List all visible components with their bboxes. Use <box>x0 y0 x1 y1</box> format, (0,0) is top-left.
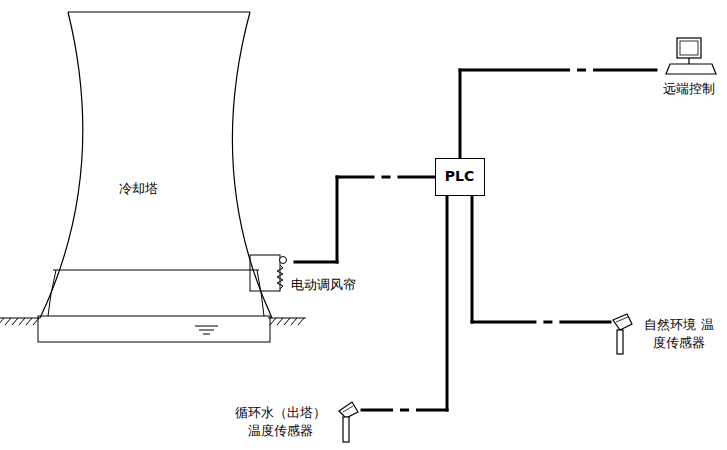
hatch-stroke <box>270 318 276 325</box>
part-label: 电动调风帘 <box>290 276 357 294</box>
hatch-stroke <box>0 318 4 325</box>
wire-segment <box>561 321 610 324</box>
wire-segment <box>383 176 389 179</box>
hatch-stroke <box>5 318 11 325</box>
hatch-stroke <box>277 318 283 325</box>
wire-segment <box>471 196 474 322</box>
wire-segment <box>460 69 569 72</box>
plc-box: PLC <box>435 158 485 196</box>
wire-segment <box>595 69 656 72</box>
hatch-stroke <box>19 318 25 325</box>
node-text: 循环水（出塔） 温度传感器 <box>226 404 334 440</box>
hatch-stroke <box>298 318 304 325</box>
hatch-stroke <box>284 318 290 325</box>
hatch-stroke <box>291 318 297 325</box>
wire-segment <box>459 70 462 158</box>
electric-damper <box>250 255 287 291</box>
cooling-tower: 冷却塔 <box>0 8 295 348</box>
wire-segment <box>418 409 448 412</box>
node-text: 自然环境 温度传感器 <box>638 316 720 352</box>
wire-segment <box>446 196 449 410</box>
node-text: 冷却塔 <box>103 180 173 198</box>
wire-segment <box>402 409 408 412</box>
wire-segment <box>337 176 373 179</box>
wire-segment <box>545 321 551 324</box>
signal-wire <box>362 196 447 410</box>
hatch-stroke <box>12 318 18 325</box>
wire-segment <box>336 177 339 262</box>
hatch-stroke <box>26 318 32 325</box>
wire-segment <box>472 321 535 324</box>
ground-hatching <box>0 318 306 325</box>
wire-segment <box>399 176 435 179</box>
node-text: PLC <box>436 167 483 187</box>
water-temp-sensor: 循环水（出塔） 温度传感器 <box>226 398 362 446</box>
cooling-tower-shape <box>0 8 295 348</box>
wire-segment <box>579 69 585 72</box>
ambient-temp-sensor: 自然环境 温度传感器 <box>610 312 722 360</box>
signal-wire <box>472 196 610 322</box>
node-text: 远端控制 <box>656 80 722 98</box>
signal-wire <box>460 70 656 158</box>
wire-segment <box>362 409 392 412</box>
signal-wire <box>295 177 435 262</box>
wire-segment <box>295 261 337 264</box>
remote-computer: 远端控制 <box>656 34 726 102</box>
